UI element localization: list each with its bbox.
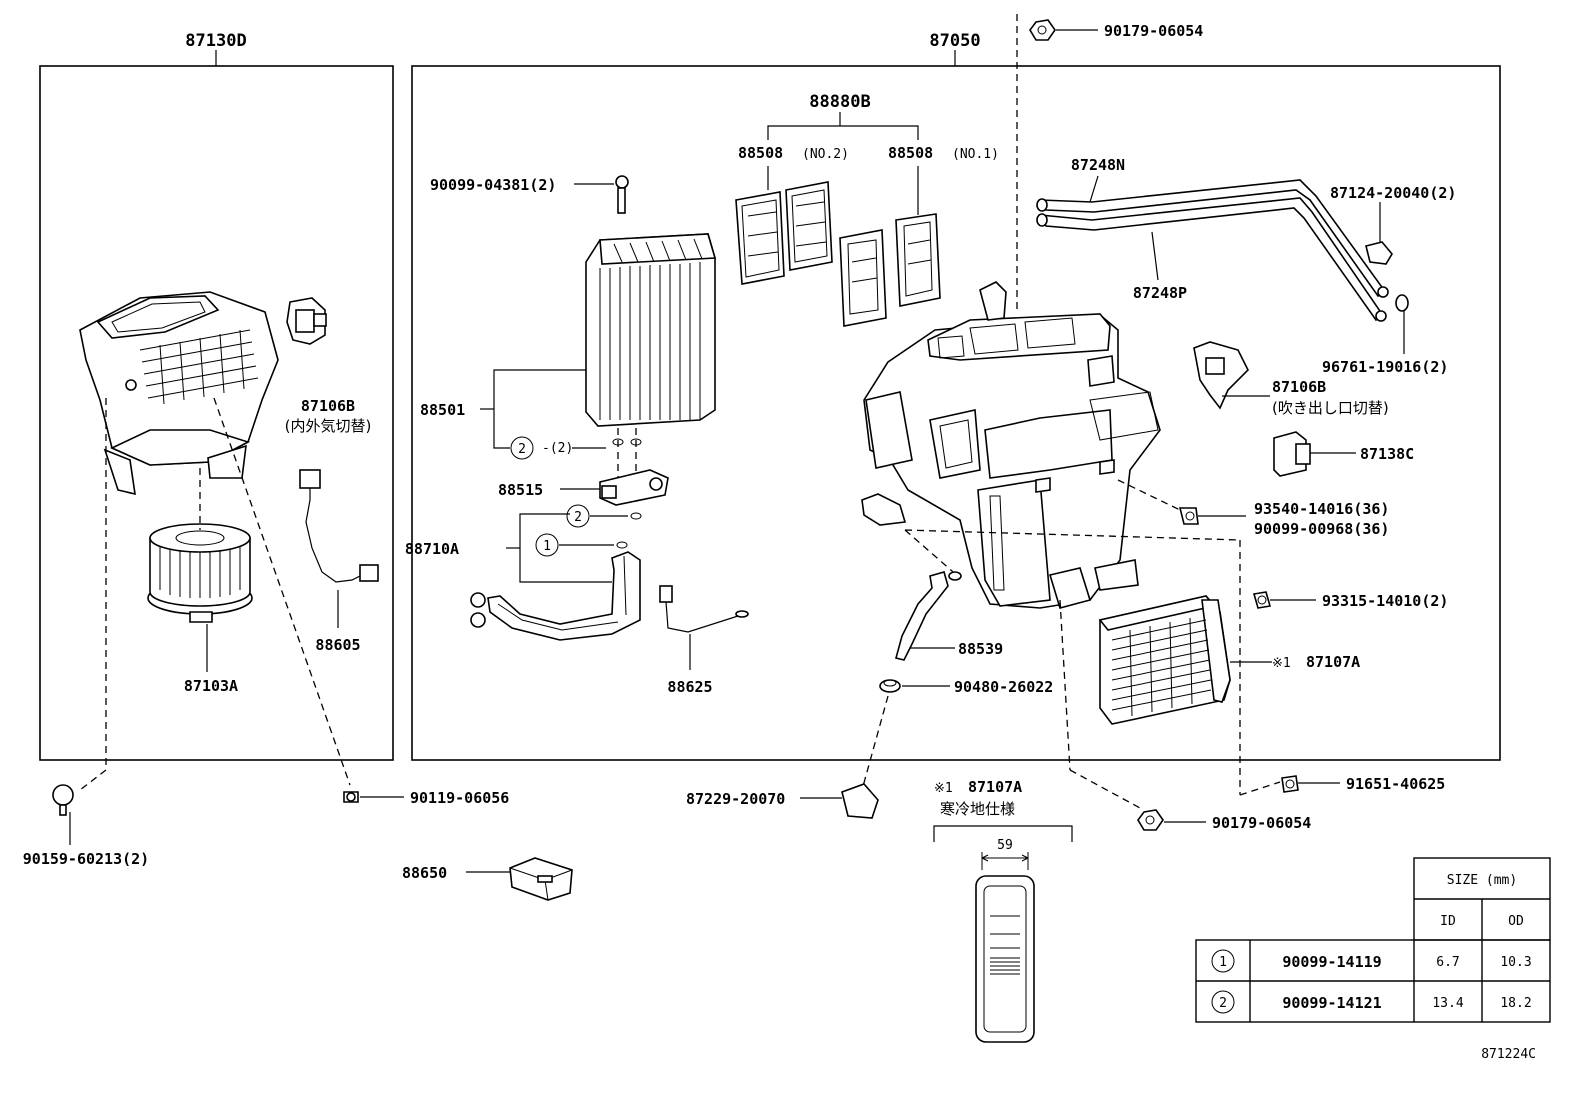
p91651-label: 91651-40625 — [1346, 775, 1445, 793]
callout-2-tube — [566, 504, 590, 528]
p88710a-label: 88710A — [405, 540, 459, 558]
p88508-no1-label: 88508 — [888, 144, 933, 162]
thermistor-88625 — [659, 585, 749, 633]
p-oring2-qty: -(2) — [542, 441, 573, 456]
nut-90179-top — [1029, 19, 1056, 41]
wire-harness-88605 — [299, 469, 379, 583]
drain-hose-88539 — [895, 571, 962, 661]
p88625-label: 88625 — [667, 678, 712, 696]
p90099-00968-label: 90099-00968(36) — [1254, 520, 1389, 538]
cold-spec-part: 87107A — [968, 778, 1022, 796]
bolt-93315 — [1252, 591, 1272, 609]
p93315-label: 93315-14010(2) — [1322, 592, 1448, 610]
hvac-housing — [861, 281, 1161, 609]
svg-text:2: 2 — [574, 510, 582, 525]
oring-96761 — [1395, 294, 1409, 312]
p87248n-label: 87248N — [1071, 156, 1125, 174]
p90480-label: 90480-26022 — [954, 678, 1053, 696]
heater-unit-frame — [411, 65, 1501, 761]
nut-90179-bottom — [1137, 809, 1164, 831]
p87138c-label: 87138C — [1360, 445, 1414, 463]
p90179-bottom-label: 90179-06054 — [1212, 814, 1311, 832]
callout-1-tube — [535, 533, 559, 557]
clamp-87124 — [1365, 241, 1393, 265]
p88508-no1-note: (NO.1) — [952, 147, 999, 162]
blower-housing — [79, 291, 279, 496]
p90119-label: 90119-06056 — [410, 789, 509, 807]
screw-90119 — [343, 791, 359, 803]
cold-spec-title: 寒冷地仕様 — [940, 800, 1015, 818]
p90179-top-label: 90179-06054 — [1104, 22, 1203, 40]
size-row1-od: 10.3 — [1500, 955, 1531, 970]
size-row2-id: 13.4 — [1432, 996, 1463, 1011]
p88501-label: 88501 — [420, 401, 465, 419]
p87124-label: 87124-20040(2) — [1330, 184, 1456, 202]
size-table-col-od: OD — [1508, 914, 1524, 929]
callout-2-evap — [510, 436, 534, 460]
size-row2-part: 90099-14121 — [1282, 994, 1381, 1012]
grommet-90480 — [879, 679, 901, 693]
expansion-valve-88515 — [599, 469, 669, 506]
p87106b-right-label: 87106B — [1272, 378, 1326, 396]
p88508-no2-note: (NO.2) — [802, 147, 849, 162]
p88650-label: 88650 — [402, 864, 447, 882]
ac-tube-88710a — [470, 551, 641, 641]
p90099-04381-label: 90099-04381(2) — [430, 176, 556, 194]
diagram-code: 871224C — [1481, 1047, 1536, 1062]
module-88650 — [509, 857, 573, 901]
size-row2-od: 18.2 — [1500, 996, 1531, 1011]
cold-spec-mark: ※1 — [934, 781, 953, 796]
screw-90099-04381 — [615, 175, 629, 214]
filter-no2 — [735, 181, 833, 285]
size-row1-part: 90099-14119 — [1282, 953, 1381, 971]
p88515-label: 88515 — [498, 481, 543, 499]
heater-pipes — [1036, 179, 1389, 322]
svg-text:1: 1 — [543, 539, 551, 554]
cold-spec-dimension: 59 — [997, 838, 1013, 853]
p93540-label: 93540-14016(36) — [1254, 500, 1389, 518]
filter-set-label: 88880B — [809, 92, 870, 112]
p88508-no2-label: 88508 — [738, 144, 783, 162]
size-row2-ref: 2 — [1219, 996, 1227, 1011]
size-table — [1195, 857, 1551, 1023]
heater-core-side-view — [975, 852, 1035, 1043]
cover-87229 — [841, 783, 879, 819]
heater-core-87107a — [1098, 595, 1231, 725]
size-row1-id: 6.7 — [1436, 955, 1459, 970]
servo-motor-left — [286, 297, 327, 345]
size-row1-ref: 1 — [1219, 955, 1227, 970]
size-table-title: SIZE (mm) — [1447, 873, 1517, 888]
blower-fan — [147, 523, 253, 623]
p90159-label: 90159-60213(2) — [23, 850, 149, 868]
blower-unit-label: 87130D — [185, 31, 246, 51]
p87106b-left-label: 87106B — [301, 397, 355, 415]
p87107a-mark: ※1 — [1272, 656, 1291, 671]
svg-text:2: 2 — [518, 442, 526, 457]
p87106b-left-note: (内外気切替) — [285, 417, 372, 435]
size-table-col-id: ID — [1440, 914, 1456, 929]
heater-unit-label: 87050 — [929, 31, 980, 51]
p87103a-label: 87103A — [184, 677, 238, 695]
p87248p-label: 87248P — [1133, 284, 1187, 302]
bolt-91651 — [1281, 775, 1299, 793]
servo-87138c — [1273, 431, 1311, 477]
screw-93540 — [1178, 507, 1199, 525]
p87107a-label: 87107A — [1306, 653, 1360, 671]
filter-no1 — [839, 213, 941, 327]
p87106b-right-note: (吹き出し口切替) — [1272, 399, 1389, 417]
p88605-label: 88605 — [315, 636, 360, 654]
evaporator-88501 — [585, 233, 717, 427]
p87229-label: 87229-20070 — [686, 790, 785, 808]
p88539-label: 88539 — [958, 640, 1003, 658]
bolt-90159 — [52, 784, 74, 816]
servo-motor-right — [1193, 341, 1249, 410]
p96761-label: 96761-19016(2) — [1322, 358, 1448, 376]
